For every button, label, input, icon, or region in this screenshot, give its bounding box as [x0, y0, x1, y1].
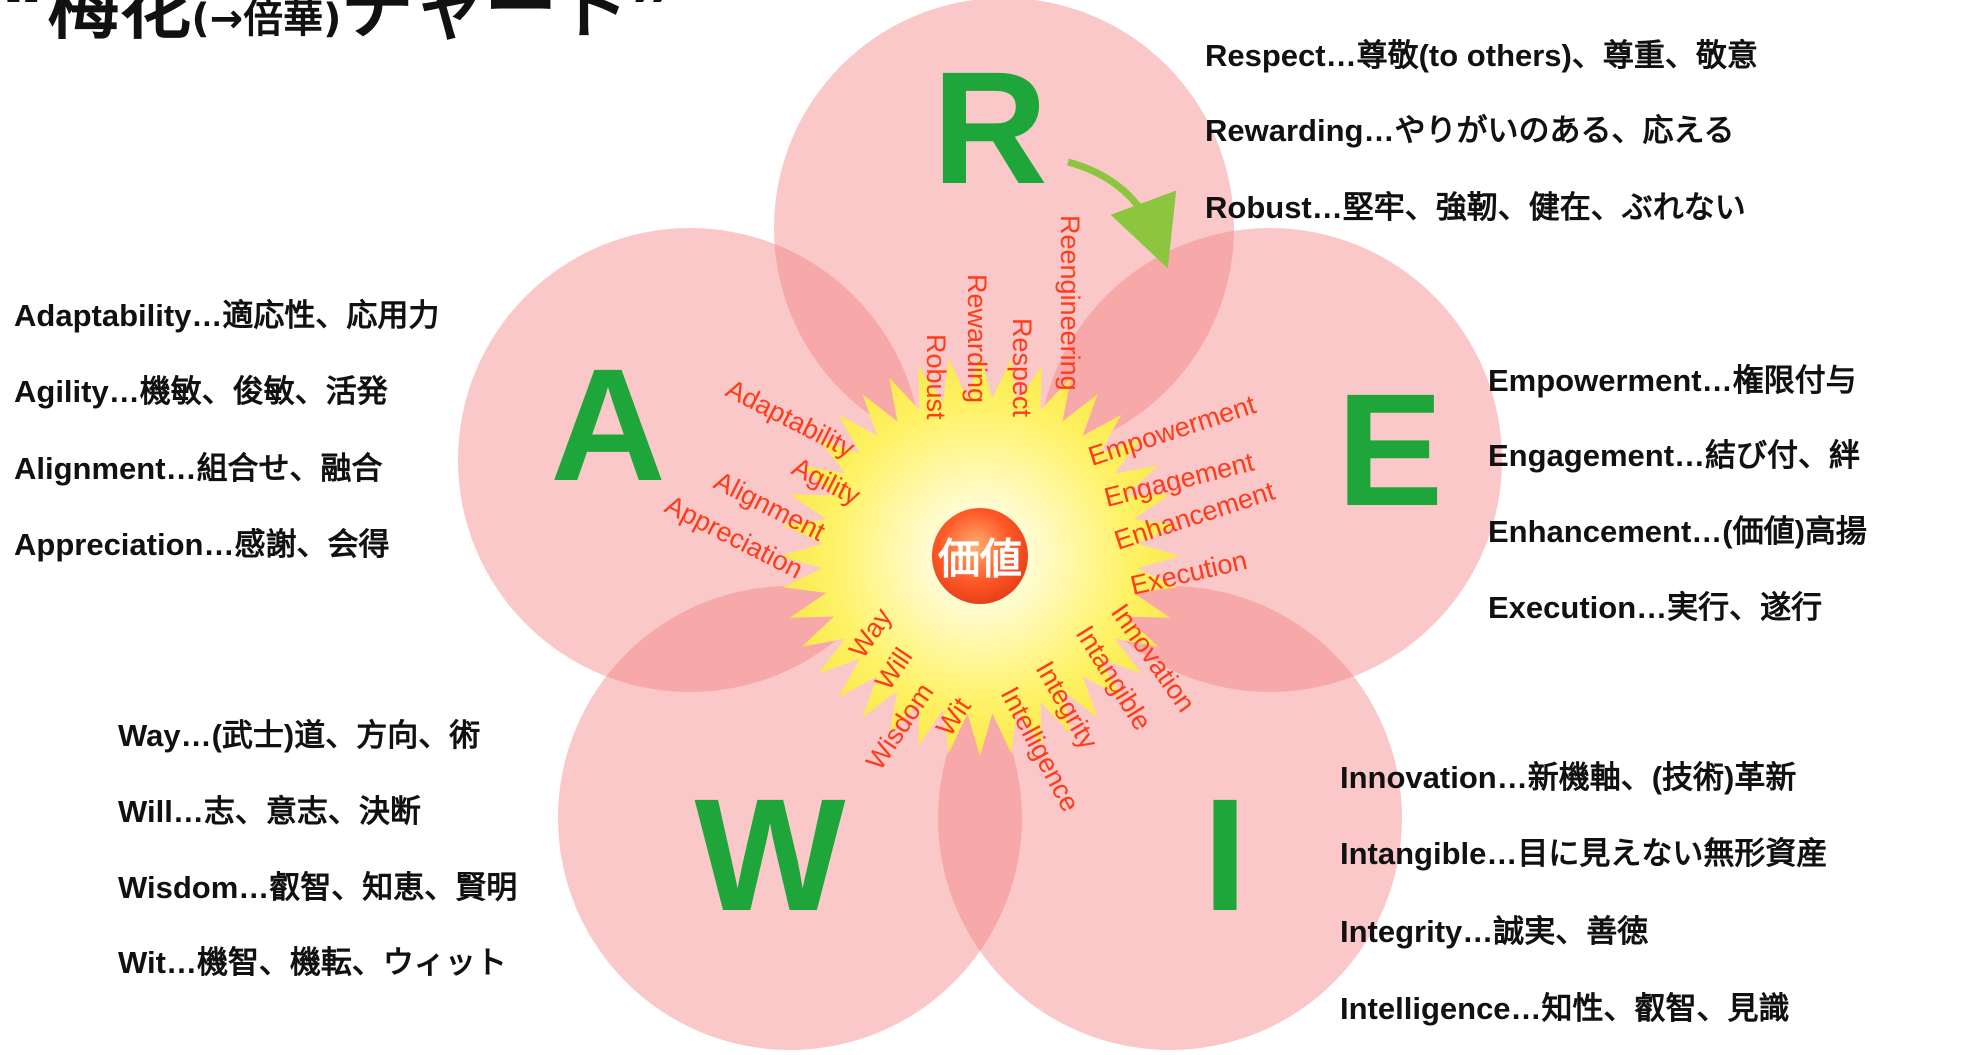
desc-meaning: 知性、叡智、見識 [1541, 991, 1790, 1026]
desc-i-3: Intelligence…知性、叡智、見識 [1340, 991, 1790, 1026]
desc-term: Innovation [1340, 760, 1497, 795]
chart-title: “梅花(→倍華)チャート” [0, 0, 676, 53]
desc-term: Rewarding [1205, 113, 1364, 148]
desc-meaning: 新機軸、(技術)革新 [1527, 760, 1797, 795]
flow-arrow [1067, 158, 1177, 269]
desc-meaning: 権限付与 [1732, 363, 1857, 398]
letter-r: R [932, 38, 1048, 217]
desc-w-1: Will…志、意志、決断 [118, 794, 421, 829]
petal-r [774, 0, 1234, 458]
desc-w-3: Wit…機智、機転、ウィット [118, 945, 507, 980]
desc-term: Appreciation [14, 527, 204, 562]
desc-meaning: (価値)高揚 [1722, 514, 1867, 549]
desc-i-0: Innovation…新機軸、(技術)革新 [1340, 760, 1797, 795]
desc-a-1: Agility…機敏、俊敏、活発 [14, 374, 388, 409]
desc-meaning: 実行、遂行 [1667, 590, 1823, 625]
desc-a-0: Adaptability…適応性、応用力 [14, 298, 440, 333]
desc-term: Empowerment [1488, 363, 1702, 398]
desc-term: Integrity [1340, 914, 1463, 949]
title-main: 梅花 [47, 0, 192, 49]
desc-meaning: 誠実、善徳 [1493, 914, 1649, 949]
desc-e-2: Enhancement…(価値)高揚 [1488, 514, 1867, 549]
keyword-respect: Respect [1007, 318, 1037, 418]
desc-term: Adaptability [14, 298, 192, 333]
desc-term: Wisdom [118, 870, 239, 905]
desc-meaning: 適応性、応用力 [222, 298, 440, 333]
desc-meaning: 機敏、俊敏、活発 [139, 374, 388, 409]
desc-w-2: Wisdom…叡智、知恵、賢明 [118, 870, 518, 905]
desc-meaning: 組合せ、融合 [196, 451, 383, 486]
desc-term: Execution [1488, 590, 1637, 625]
letter-i: I [1202, 765, 1248, 944]
desc-e-1: Engagement…結び付、絆 [1488, 438, 1861, 473]
desc-i-2: Integrity…誠実、善徳 [1340, 914, 1649, 949]
center-value-circle [932, 508, 1028, 604]
desc-meaning: 目に見えない無形資産 [1517, 836, 1828, 871]
petal-a [458, 228, 922, 692]
keyword-rewarding: Rewarding [962, 274, 992, 403]
desc-term: Respect [1205, 38, 1326, 73]
desc-term: Robust [1205, 190, 1312, 225]
desc-meaning: 堅牢、強靭、健在、ぶれない [1342, 190, 1746, 225]
keyword-reengineering: Reengineering [1055, 215, 1085, 391]
desc-term: Engagement [1488, 438, 1675, 473]
desc-meaning: 叡智、知恵、賢明 [269, 870, 518, 905]
desc-term: Agility [14, 374, 109, 409]
desc-a-3: Appreciation…感謝、会得 [14, 527, 390, 562]
desc-meaning: 志、意志、決断 [203, 794, 421, 829]
desc-r-1: Rewarding…やりがいのある、応える [1205, 113, 1735, 148]
desc-e-3: Execution…実行、遂行 [1488, 590, 1823, 625]
desc-meaning: 尊敬(to others)、尊重、敬意 [1356, 38, 1758, 73]
title-sub: (→倍華) [191, 0, 342, 42]
desc-r-2: Robust…堅牢、強靭、健在、ぶれない [1205, 190, 1746, 225]
desc-i-1: Intangible…目に見えない無形資産 [1340, 836, 1828, 871]
desc-term: Wit [118, 945, 166, 980]
desc-w-0: Way…(武士)道、方向、術 [118, 718, 481, 753]
letter-a: A [550, 335, 666, 514]
letter-w: W [694, 765, 846, 944]
desc-term: Will [118, 794, 173, 829]
desc-meaning: 感謝、会得 [234, 527, 390, 562]
desc-meaning: (武士)道、方向、術 [211, 718, 481, 753]
keyword-robust: Robust [921, 334, 951, 420]
letter-e: E [1336, 360, 1444, 539]
desc-r-0: Respect…尊敬(to others)、尊重、敬意 [1205, 38, 1758, 73]
desc-term: Way [118, 718, 181, 753]
title-tail: チャート [341, 0, 629, 49]
desc-a-2: Alignment…組合せ、融合 [14, 451, 383, 486]
desc-meaning: 結び付、絆 [1705, 438, 1861, 473]
desc-meaning: 機智、機転、ウィット [196, 945, 507, 980]
desc-e-0: Empowerment…権限付与 [1488, 363, 1857, 398]
desc-term: Intelligence [1340, 991, 1511, 1026]
desc-term: Alignment [14, 451, 166, 486]
desc-meaning: やりがいのある、応える [1394, 113, 1735, 148]
desc-term: Intangible [1340, 836, 1487, 871]
petal-e [1038, 228, 1502, 692]
desc-term: Enhancement [1488, 514, 1692, 549]
center-value-label: 価値 [937, 534, 1023, 584]
